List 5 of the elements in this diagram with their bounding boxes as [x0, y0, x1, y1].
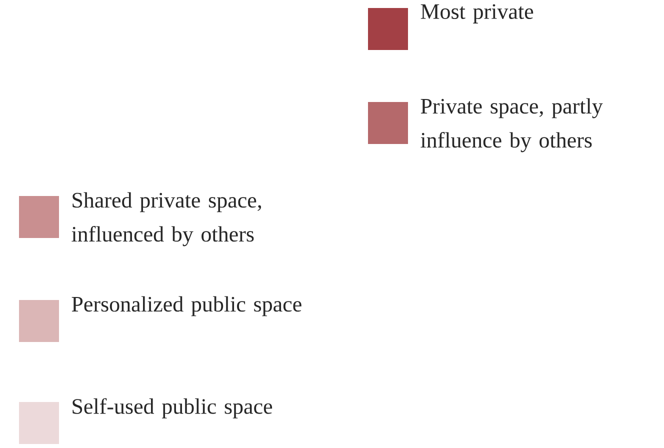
legend-label: Private space, partly influence by others [420, 98, 603, 152]
legend-label: Most private [420, 4, 534, 24]
legend-label: Shared private space, influenced by others [72, 192, 261, 246]
legend-label: Personalized public space [72, 296, 302, 316]
legend-label: Self-used public space [72, 398, 272, 418]
